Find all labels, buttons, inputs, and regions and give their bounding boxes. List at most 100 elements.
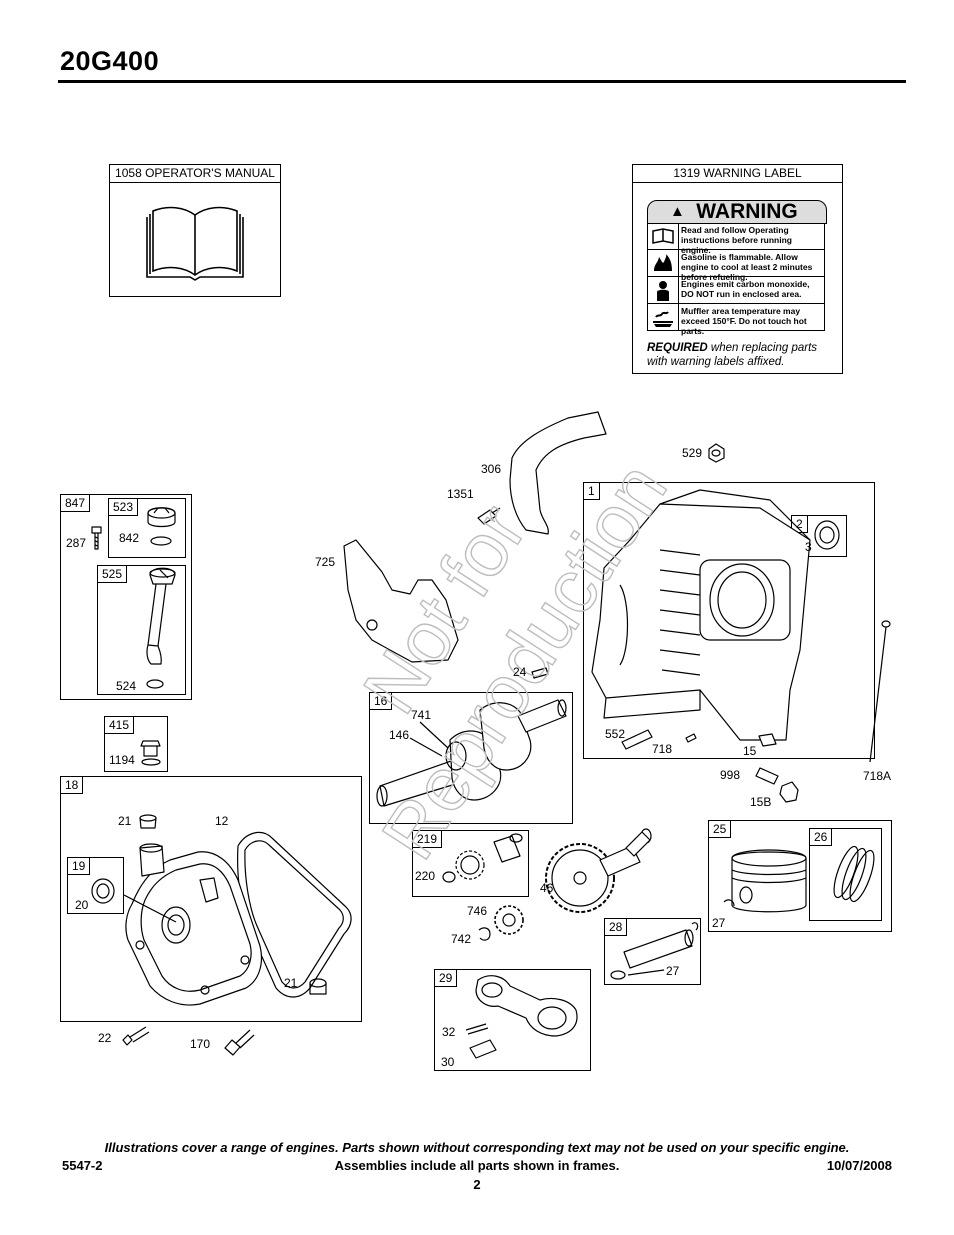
warning-label-box: 1319 WARNING LABEL ▲ WARNING Read and fo… [632, 164, 843, 374]
callout-24: 24 [513, 665, 527, 679]
frame-tag: 523 [108, 498, 139, 516]
frame-19: 19 [67, 857, 124, 914]
callout-524: 524 [116, 679, 137, 693]
warning-row-text: Read and follow Operating instructions b… [681, 225, 792, 255]
callout-27b: 27 [666, 964, 680, 978]
callout-1194: 1194 [109, 753, 135, 767]
frame-tag: 525 [97, 565, 128, 583]
warning-title: WARNING [696, 200, 798, 223]
callout-306: 306 [481, 462, 502, 476]
required-note: REQUIRED when replacing parts with warni… [647, 341, 837, 369]
callout-741: 741 [411, 708, 432, 722]
callout-15: 15 [743, 744, 757, 758]
dipstick-tube-icon [146, 567, 176, 689]
frame-tag: 25 [708, 820, 732, 838]
seal-20-icon [91, 878, 177, 923]
footer-date: 10/07/2008 [826, 1158, 892, 1173]
frame-tag: 2 [791, 515, 808, 533]
frame-415: 415 [104, 716, 168, 772]
frame-525: 525 [97, 565, 186, 695]
pin-718-icon [685, 733, 697, 743]
callout-20: 20 [75, 898, 89, 912]
frame-29: 29 [434, 969, 591, 1071]
callout-1351: 1351 [447, 487, 474, 501]
frame-tag: 26 [809, 828, 833, 846]
connecting-rod-icon [465, 975, 578, 1059]
piston-icon [723, 849, 807, 913]
warning-row-text: Gasoline is flammable. Allow engine to c… [681, 252, 813, 282]
stud-170-icon [224, 1029, 255, 1056]
cylinder-block-icon [591, 489, 811, 741]
footer-doc-number: 5547-2 [62, 1158, 103, 1173]
pin-552-icon [621, 729, 653, 750]
crankshaft-icon [376, 699, 567, 807]
callout-998: 998 [720, 768, 741, 782]
plug-21b-icon [309, 978, 327, 995]
nut-15B-icon [779, 781, 799, 803]
hot-surface-icon [648, 304, 679, 330]
required-bold: REQUIRED [647, 342, 708, 354]
flame-icon [648, 250, 679, 276]
warning-label-label: 1319 WARNING LABEL [633, 165, 842, 183]
screw-287-icon [91, 526, 102, 550]
bolt-22-icon [122, 1026, 150, 1046]
rod-718A-icon [869, 620, 891, 763]
required-text: when replacing parts with warning labels… [647, 342, 818, 368]
warning-banner: ▲ WARNING [647, 200, 827, 224]
footer-assemblies-note: Assemblies include all parts shown in fr… [334, 1158, 620, 1173]
callout-718: 718 [652, 742, 673, 756]
gear-746-icon [494, 905, 524, 935]
person-fumes-icon [648, 277, 679, 303]
callout-32: 32 [442, 1025, 456, 1039]
callout-529: 529 [682, 446, 703, 460]
callout-146: 146 [389, 728, 410, 742]
callout-3: 3 [805, 540, 812, 554]
callout-552: 552 [605, 727, 626, 741]
plug-21-icon [139, 814, 157, 829]
callout-842: 842 [119, 531, 140, 545]
operators-manual-box: 1058 OPERATOR'S MANUAL [109, 164, 281, 297]
key-24-icon [531, 667, 549, 679]
warning-row-text: Muffler area temperature may exceed 150°… [681, 306, 807, 336]
warning-row-text: Engines emit carbon monoxide, DO NOT run… [681, 279, 810, 299]
callout-30: 30 [441, 1055, 455, 1069]
warning-row-co: Engines emit carbon monoxide, DO NOT run… [647, 277, 825, 304]
frame-tag: 847 [60, 494, 91, 512]
frame-16: 16 [369, 692, 573, 824]
frame-28: 28 [604, 918, 701, 985]
page-number: 2 [473, 1177, 481, 1192]
frame-tag: 29 [434, 969, 458, 987]
callout-746: 746 [467, 904, 488, 918]
operators-manual-label: 1058 OPERATOR'S MANUAL [110, 165, 280, 183]
callout-725: 725 [315, 555, 336, 569]
baffle-725-icon [343, 539, 459, 663]
frame-tag: 1 [583, 482, 600, 500]
frame-tag: 28 [604, 918, 628, 936]
model-title: 20G400 [60, 46, 160, 76]
callout-46: 46 [540, 881, 554, 895]
callout-22: 22 [98, 1031, 112, 1045]
book-icon [648, 223, 679, 249]
callout-15B: 15B [750, 795, 772, 809]
footer-note: Illustrations cover a range of engines. … [104, 1140, 850, 1155]
frame-523: 523 [108, 498, 186, 558]
callout-287: 287 [66, 536, 87, 550]
shroud-306-icon [509, 411, 607, 535]
frame-1: 1 [583, 482, 875, 759]
callout-21b: 21 [284, 976, 298, 990]
frame-tag: 219 [412, 830, 443, 848]
crankcase-cover-icon [125, 843, 263, 1006]
frame-2: 2 [791, 515, 847, 557]
gasket-12-inner [244, 840, 344, 989]
frame-25: 25 [708, 820, 892, 932]
callout-718A: 718A [863, 769, 892, 783]
manual-book-icon [146, 206, 244, 281]
seal-3-icon [814, 520, 840, 550]
nut-529-icon [708, 443, 725, 463]
callout-21a: 21 [118, 814, 132, 828]
dipstick-cap-icon [147, 507, 176, 546]
callout-170: 170 [190, 1037, 211, 1051]
frame-847: 847 [60, 494, 192, 700]
cam-gear-icon [545, 828, 652, 913]
